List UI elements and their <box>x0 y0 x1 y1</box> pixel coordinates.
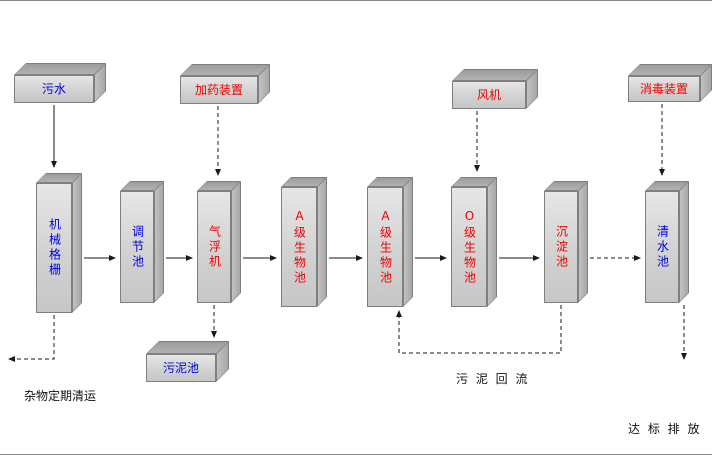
box-side-face <box>154 181 164 303</box>
node-label: 机械格栅 <box>47 218 62 278</box>
box-front-face: 污泥池 <box>146 354 216 382</box>
node-label: A级生物池 <box>378 208 393 286</box>
node-dosing-device: 加药装置 <box>180 64 270 104</box>
box-front-face: 加药装置 <box>180 76 258 104</box>
box-front-face: 污水 <box>14 75 94 103</box>
box-front-face: 清水池 <box>645 191 679 303</box>
box-front-face: A级生物池 <box>367 187 403 307</box>
node-label: 污水 <box>41 81 66 96</box>
box-front-face: 气浮机 <box>197 191 231 303</box>
node-a-bio-tank-1: A级生物池 <box>281 177 327 307</box>
box-front-face: 机械格栅 <box>36 183 72 313</box>
node-regulating-tank: 调节池 <box>120 181 164 303</box>
box-front-face: O级生物池 <box>451 187 487 307</box>
box-side-face <box>317 177 327 307</box>
box-side-face <box>231 181 241 303</box>
node-disinfection-device: 消毒装置 <box>628 64 712 102</box>
node-label: 沉淀池 <box>554 224 569 270</box>
box-top-face <box>452 69 538 81</box>
box-side-face <box>487 177 497 307</box>
node-label: O级生物池 <box>462 208 477 286</box>
box-front-face: 风机 <box>452 81 526 109</box>
node-a-bio-tank-2: A级生物池 <box>367 177 413 307</box>
box-side-face <box>403 177 413 307</box>
sludge-return-label: 污 泥 回 流 <box>456 372 530 386</box>
node-label: 气浮机 <box>207 224 222 270</box>
box-front-face: 消毒装置 <box>628 76 700 102</box>
node-label: 风机 <box>476 87 501 102</box>
node-air-flotation: 气浮机 <box>197 181 241 303</box>
box-front-face: 调节池 <box>120 191 154 303</box>
node-sedimentation-tank: 沉淀池 <box>544 181 588 303</box>
node-label: 清水池 <box>655 224 670 270</box>
node-label: 消毒装置 <box>639 81 688 96</box>
box-front-face: 沉淀池 <box>544 191 578 303</box>
box-top-face <box>14 63 106 75</box>
debris-removal-label: 杂物定期清运 <box>24 389 97 403</box>
box-top-face <box>628 64 712 76</box>
node-label: 加药装置 <box>194 82 243 97</box>
node-blower: 风机 <box>452 69 538 109</box>
node-clean-water-tank: 清水池 <box>645 181 689 303</box>
box-side-face <box>679 181 689 303</box>
node-label: A级生物池 <box>292 208 307 286</box>
discharge-label: 达 标 排 放 <box>628 422 702 436</box>
arrow-screen-debris-out <box>8 315 55 362</box>
box-top-face <box>180 64 270 76</box>
arrow-sludge-return <box>396 305 562 354</box>
node-o-bio-tank: O级生物池 <box>451 177 497 307</box>
box-front-face: A级生物池 <box>281 187 317 307</box>
node-mechanical-screen: 机械格栅 <box>36 173 82 313</box>
box-side-face <box>578 181 588 303</box>
box-side-face <box>72 173 82 313</box>
node-sludge-tank: 污泥池 <box>146 341 229 382</box>
node-label: 调节池 <box>130 224 145 270</box>
node-label: 污泥池 <box>162 360 199 375</box>
node-sewage: 污水 <box>14 63 106 103</box>
